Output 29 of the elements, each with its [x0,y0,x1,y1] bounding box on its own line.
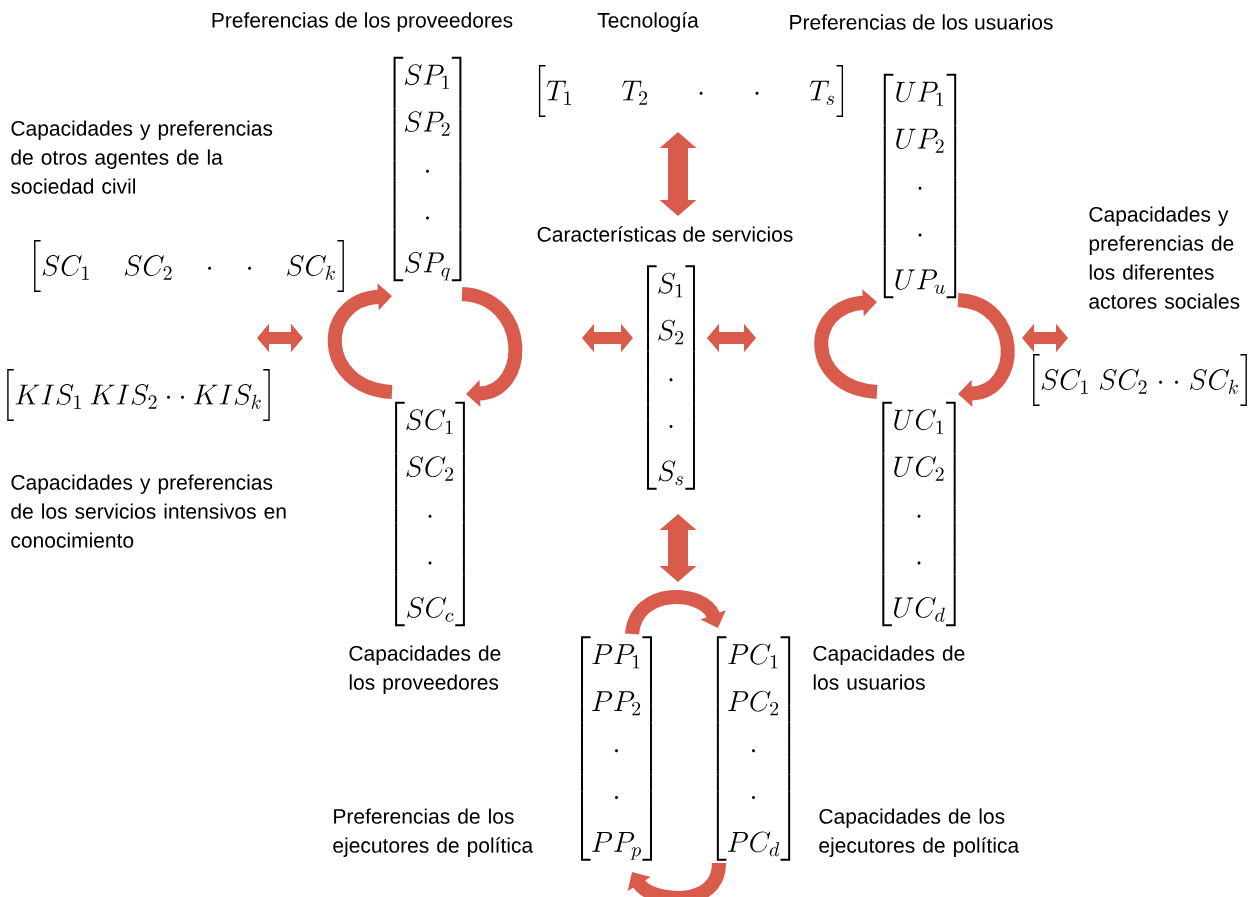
caption-text: Capacidades de los ejecutores de política [819,808,1020,857]
double-arrow [707,323,756,353]
matrix: $\begin{bmatrix}KIS_1 & KIS_2 & \cdot & \cdot & KIS_k\end{bmatrix}$ [7,369,270,421]
caption-text: Capacidades y preferencias de los servicios intensivos en conocimiento [11,474,286,548]
double-arrow [1022,323,1068,353]
matrix: $\begin{bmatrix}PP_1\\PP_2\\\cdot\\\cdot\\PP_p\end{bmatrix}$ [581,636,652,861]
matrix: $\begin{bmatrix}UC_1\\UC_2\\\cdot\\\cdot\\UC_d\end{bmatrix}$ [882,401,956,627]
caption-text: Capacidades y preferencias de otros agentes de la sociedad civil [11,120,273,194]
caption-text: Capacidades y preferencias de los diferentes actores sociales [1089,206,1240,309]
double-arrow [257,323,303,353]
double-arrow [659,132,697,216]
matrix: $\begin{bmatrix}UP_1\\UP_2\\\cdot\\\cdot\\UP_u\end{bmatrix}$ [883,73,957,299]
matrix: $\begin{bmatrix}SP_1\\SP_2\\\cdot\\\cdot\\SP_q\end{bmatrix}$ [393,56,462,282]
matrix: $\begin{bmatrix}SC_1 & SC_2 & \cdot & \cdot & SC_k\end{bmatrix}$ [1033,354,1247,406]
caption-text: Preferencias de los ejecutores de política [333,808,534,857]
caption-text: Preferencias de los proveedores [212,12,513,32]
matrix: $\begin{bmatrix}T_1 & T_2 & \cdot & \cdot & T_s\end{bmatrix}$ [538,65,844,117]
caption-text: Capacidades de los proveedores [349,645,501,694]
double-arrow [582,323,633,353]
caption-text: Capacidades de los usuarios [813,645,965,690]
matrix: $\begin{bmatrix}S_1\\S_2\\\cdot\\\cdot\\S_s\end{bmatrix}$ [647,265,695,490]
caption-text: Tecnología [597,12,699,32]
matrix: $\begin{bmatrix}PC_1\\PC_2\\\cdot\\\cdot\\PC_d\end{bmatrix}$ [716,636,791,861]
double-arrow [659,514,697,582]
matrix: $\begin{bmatrix}SC_1\\SC_2\\\cdot\\\cdot\\SC_c\end{bmatrix}$ [395,401,465,627]
caption-text: Características de servicios [537,226,793,242]
caption-text: Preferencias de los usuarios [790,14,1053,30]
matrix: $\begin{bmatrix}SC_1 & SC_2 & \cdot & \cdot & SC_k\end{bmatrix}$ [34,240,344,292]
curved-arrow [627,862,726,897]
